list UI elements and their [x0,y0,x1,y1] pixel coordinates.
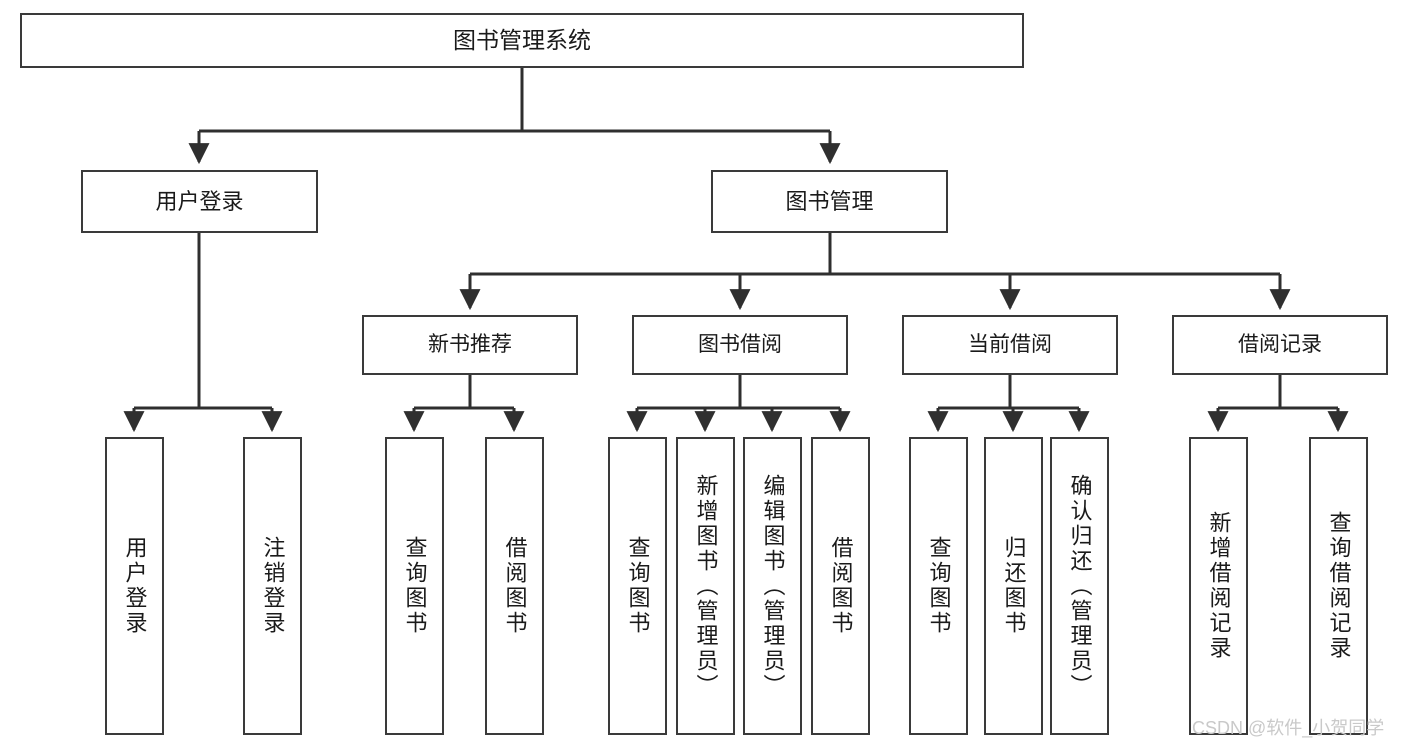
leaf-node-label: 用户登录 [122,536,148,636]
leaf-node-label: 借阅图书 [828,536,854,636]
leaf-node-label: 查询借阅记录 [1326,511,1352,661]
leaf-node-label: 查询图书 [625,536,651,636]
node-book-borrow-label: 图书借阅 [698,332,782,356]
node-new-book-recommend[interactable]: 新书推荐 [362,315,578,375]
node-book-borrow[interactable]: 图书借阅 [632,315,848,375]
leaf-node[interactable]: 借阅图书 [811,437,870,735]
node-book-management-label: 图书管理 [785,188,874,214]
node-borrow-record[interactable]: 借阅记录 [1172,315,1388,375]
node-new-book-recommend-label: 新书推荐 [428,332,512,356]
node-book-management[interactable]: 图书管理 [711,170,948,233]
leaf-node[interactable]: 新增借阅记录 [1189,437,1248,735]
leaf-node[interactable]: 查询借阅记录 [1309,437,1368,735]
leaf-node-label: 借阅图书 [502,536,528,636]
leaf-node-label: 查询图书 [926,536,952,636]
leaf-node[interactable]: 新增图书（管理员） [676,437,735,735]
leaf-node[interactable]: 归还图书 [984,437,1043,735]
leaf-node[interactable]: 查询图书 [608,437,667,735]
leaf-node-label: 归还图书 [1001,536,1027,636]
node-borrow-record-label: 借阅记录 [1238,332,1322,356]
node-root-label: 图书管理系统 [453,26,591,53]
leaf-node[interactable]: 查询图书 [385,437,444,735]
leaf-node-label: 新增图书（管理员） [693,473,719,699]
node-user-login[interactable]: 用户登录 [81,170,318,233]
leaf-node[interactable]: 注销登录 [243,437,302,735]
leaf-node-label: 确认归还（管理员） [1067,473,1093,699]
leaf-node[interactable]: 用户登录 [105,437,164,735]
node-root[interactable]: 图书管理系统 [20,13,1024,68]
node-current-borrow[interactable]: 当前借阅 [902,315,1118,375]
leaf-node-label: 新增借阅记录 [1206,511,1232,661]
leaf-node[interactable]: 查询图书 [909,437,968,735]
leaf-node[interactable]: 借阅图书 [485,437,544,735]
node-current-borrow-label: 当前借阅 [968,332,1052,356]
leaf-node[interactable]: 确认归还（管理员） [1050,437,1109,735]
leaf-node-label: 查询图书 [402,536,428,636]
leaf-node-label: 注销登录 [260,536,286,636]
leaf-node[interactable]: 编辑图书（管理员） [743,437,802,735]
node-user-login-label: 用户登录 [155,188,244,214]
leaf-node-label: 编辑图书（管理员） [760,473,786,699]
